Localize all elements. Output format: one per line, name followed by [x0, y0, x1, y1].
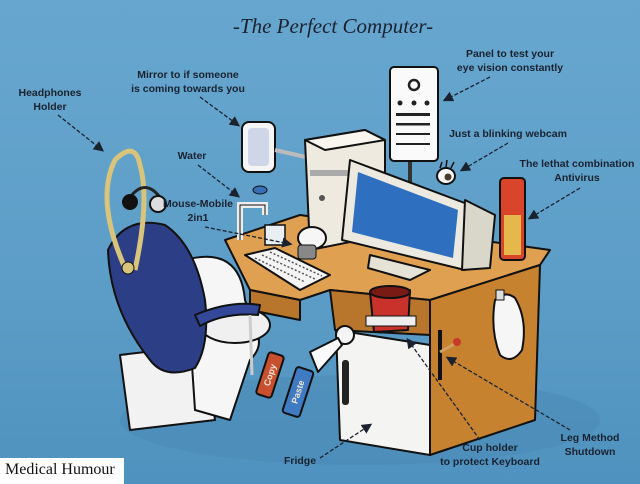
- callout-antivirus-line1: The lethat combination: [520, 158, 635, 170]
- callout-antivirus: The lethat combination Antivirus: [520, 158, 635, 220]
- callout-cup-holder-line1: Cup holder: [462, 442, 517, 454]
- chair: [107, 221, 261, 376]
- headphones-holder: [104, 148, 167, 275]
- blinking-webcam: [436, 159, 456, 185]
- callout-headphones-line1: Headphones: [18, 87, 81, 99]
- water-faucet: [237, 185, 286, 246]
- callout-eye-panel: Panel to test your eye vision constantly: [442, 48, 563, 102]
- callout-webcam-text: Just a blinking webcam: [449, 128, 567, 140]
- urinal: [492, 289, 525, 360]
- mirror: [241, 121, 311, 173]
- cup-holder: [365, 285, 417, 333]
- callout-headphones-line2: Holder: [33, 101, 66, 113]
- pedal-copy[interactable]: Copy: [255, 351, 285, 399]
- callout-antivirus-line2: Antivirus: [554, 172, 600, 184]
- monitor-screen: [352, 172, 458, 258]
- callout-eye-panel-line2: eye vision constantly: [457, 62, 563, 74]
- title: -The Perfect Computer-: [233, 14, 433, 38]
- monitor: [341, 159, 496, 281]
- callout-fridge: Fridge: [284, 423, 373, 467]
- antivirus-can: [499, 177, 526, 261]
- shutdown-lever: [439, 341, 457, 354]
- callout-mirror-line2: is coming towards you: [131, 83, 245, 95]
- eye-chart: [389, 66, 439, 210]
- pedal-paste[interactable]: Paste: [281, 366, 315, 418]
- callout-cup-holder-line2: to protect Keyboard: [440, 456, 540, 468]
- callout-arrow: [459, 142, 509, 172]
- callout-arrow: [197, 164, 241, 198]
- callout-webcam: Just a blinking webcam: [449, 128, 567, 172]
- keyboard: [244, 247, 331, 291]
- fridge: [335, 329, 431, 456]
- callout-arrow: [57, 114, 105, 152]
- watermark: Medical Humour: [0, 458, 124, 484]
- callout-mouse: Mouse-Mobile 2in1: [163, 198, 293, 248]
- callout-arrow: [442, 76, 491, 102]
- mouse-mobile: [297, 226, 327, 260]
- callout-fridge-text: Fridge: [284, 455, 316, 467]
- callout-mirror-line1: Mirror to if someone: [137, 69, 239, 81]
- callout-eye-panel-line1: Panel to test your: [466, 48, 554, 60]
- callout-shutdown: Leg Method Shutdown: [445, 356, 620, 458]
- callout-headphones: Headphones Holder: [18, 87, 105, 152]
- callout-arrow: [406, 337, 481, 441]
- callout-water-text: Water: [178, 150, 207, 162]
- callout-mouse-line1: Mouse-Mobile: [163, 198, 233, 210]
- callout-water: Water: [178, 150, 241, 198]
- callout-arrow: [319, 423, 373, 459]
- callout-arrow: [527, 187, 581, 220]
- callout-mirror: Mirror to if someone is coming towards y…: [131, 69, 245, 127]
- toilet-paper: [309, 325, 355, 373]
- callout-arrow: [204, 226, 293, 248]
- callout-mouse-line2: 2in1: [187, 212, 208, 224]
- callout-cup-holder: Cup holder to protect Keyboard: [406, 337, 540, 468]
- fridge-handle: [342, 360, 349, 405]
- callout-shutdown-line1: Leg Method: [561, 432, 620, 444]
- callout-arrow: [199, 96, 241, 127]
- callout-shutdown-line2: Shutdown: [565, 446, 616, 458]
